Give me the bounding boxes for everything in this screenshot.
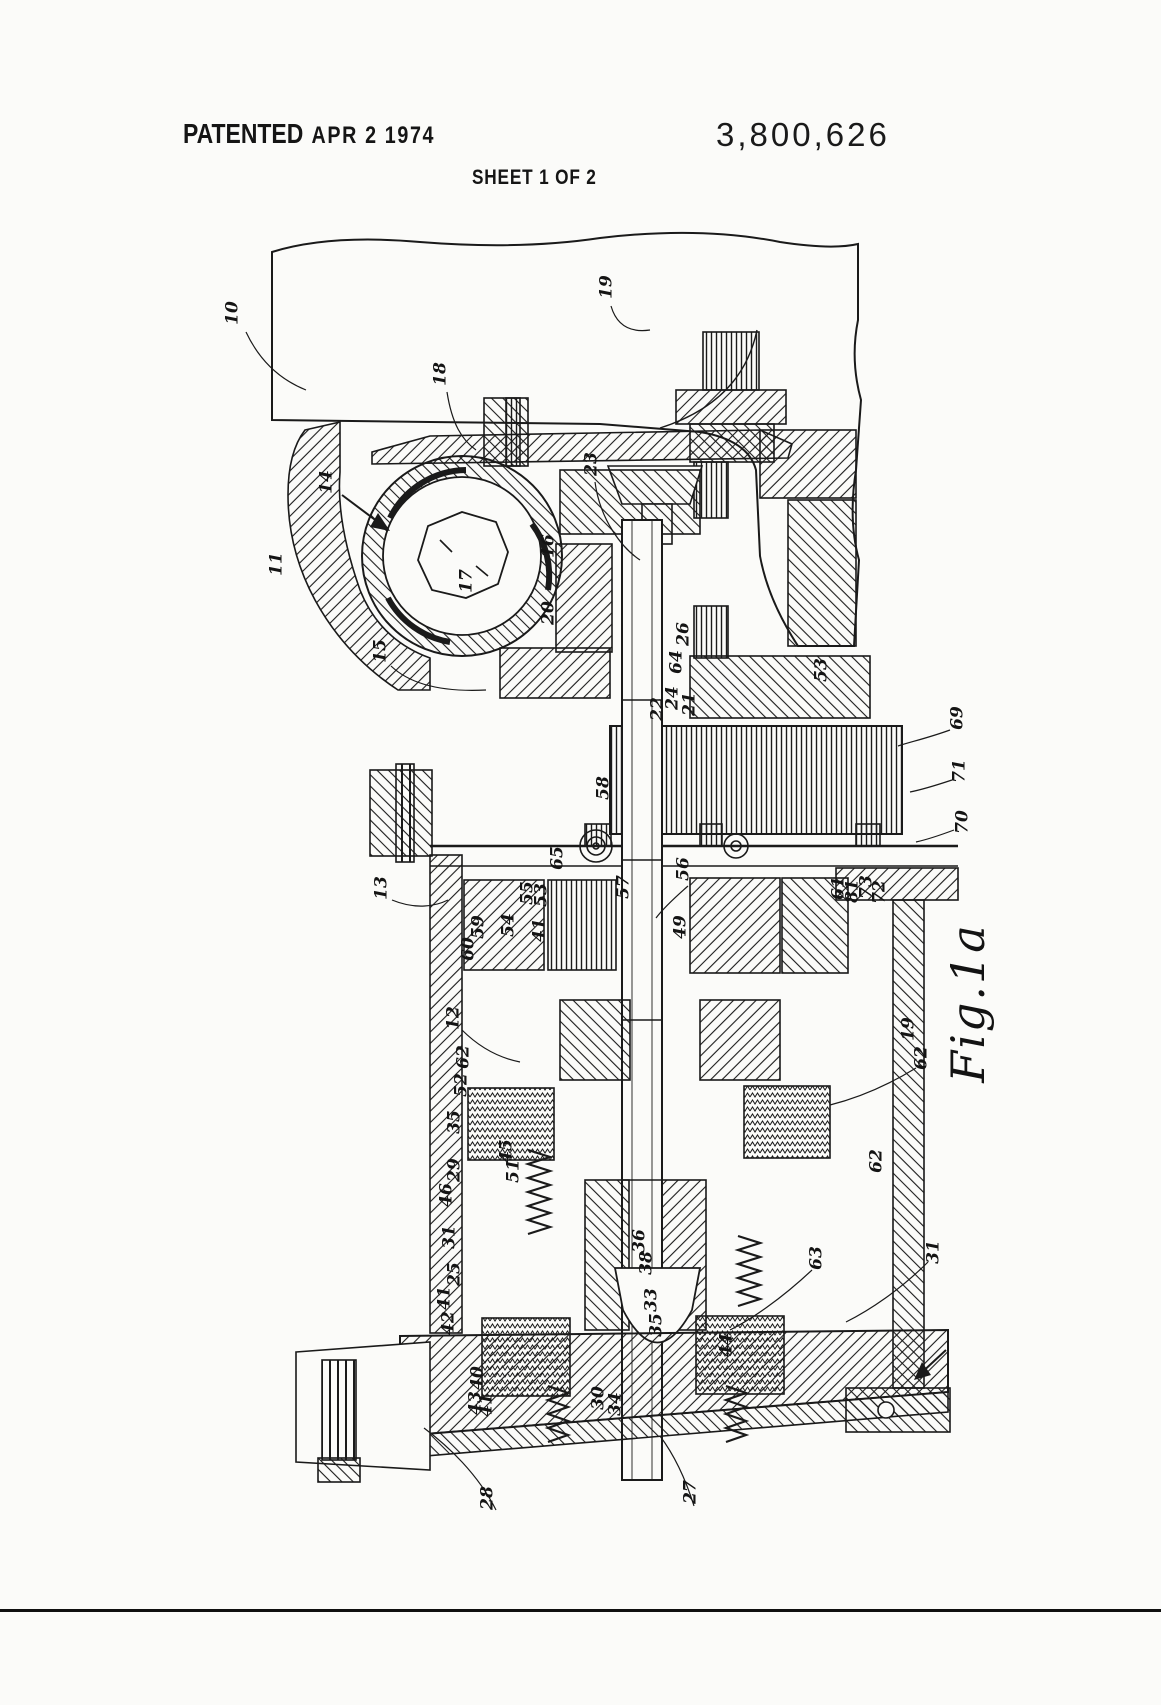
figure-caption: Fig.1a [941, 923, 995, 1082]
clutch-pack [468, 1088, 554, 1160]
clutch-pack [744, 1086, 830, 1158]
torque-converter [362, 456, 562, 656]
spring [528, 1150, 550, 1234]
page-bottom-rule [0, 1609, 1161, 1612]
spring [738, 1236, 760, 1306]
